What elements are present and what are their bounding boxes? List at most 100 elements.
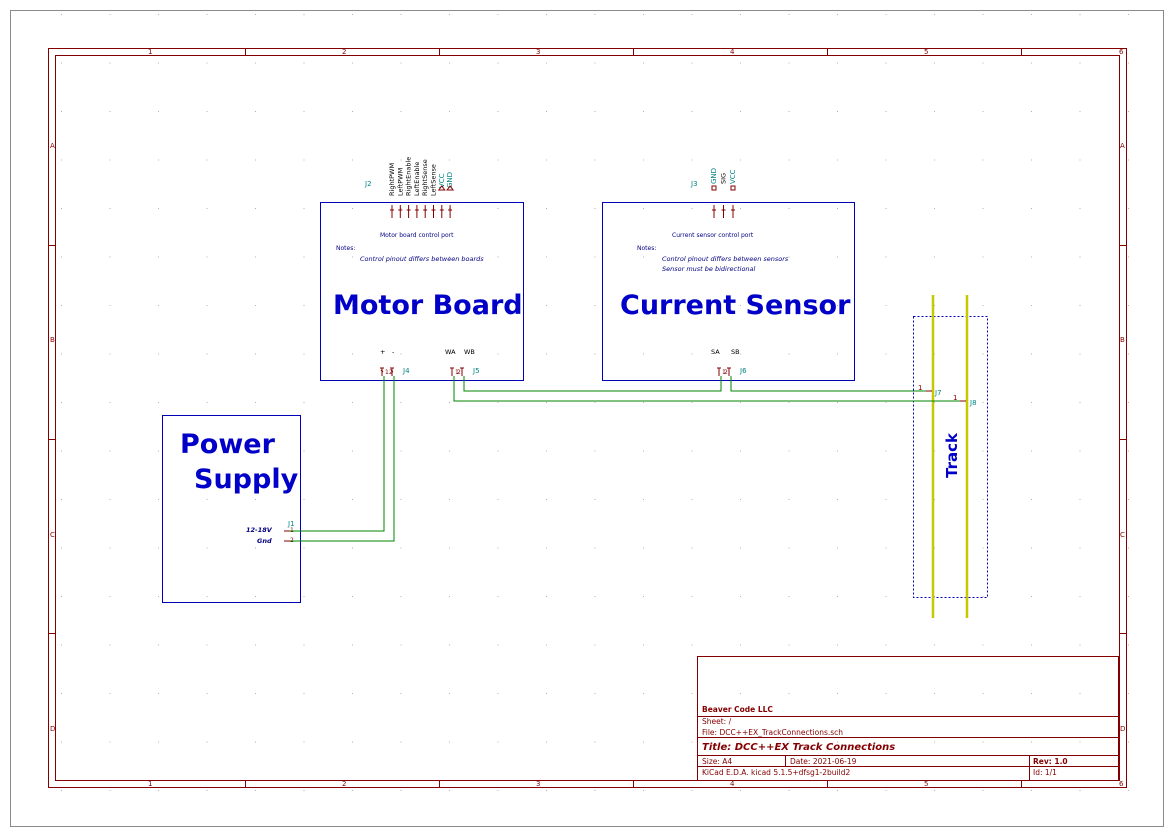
row-label: C xyxy=(50,531,55,539)
drawing-frame: 1 2 3 4 5 6 1 2 3 4 5 6 A B C D A B C D xyxy=(48,48,1127,788)
pin-label-leftenable: LeftEnable xyxy=(413,162,421,196)
column-label: 6 xyxy=(1119,780,1124,788)
row-label: A xyxy=(1120,142,1125,150)
power-symbol-icon xyxy=(437,185,446,191)
date-label: Date: 2021-06-19 xyxy=(790,757,857,766)
file-label: File: DCC++EX_TrackConnections.sch xyxy=(702,728,843,737)
column-label: 2 xyxy=(342,48,346,56)
column-label: 5 xyxy=(924,48,928,56)
pin-label-vcc: VCC xyxy=(438,173,446,188)
company-name: Beaver Code LLC xyxy=(702,705,773,714)
pin-label-gnd: GND xyxy=(446,172,454,188)
pin-label-plus: + xyxy=(380,348,385,356)
pin-label-vcc: VCC xyxy=(729,169,737,184)
power-supply-pin1-label: 12-18V xyxy=(246,526,273,534)
connector-ref-j4: J4 xyxy=(402,367,410,375)
track-title: Track xyxy=(943,432,961,478)
pin-label-wb: WB xyxy=(464,348,475,356)
revision-label: Rev: 1.0 xyxy=(1033,757,1068,766)
pin-label-rightenable: RightEnable xyxy=(405,157,413,196)
motor-board-track-connector[interactable]: WA WB 1 2 J5 xyxy=(445,348,480,376)
row-label: D xyxy=(1120,725,1125,733)
svg-text:1: 1 xyxy=(722,369,726,376)
motor-board-power-connector[interactable]: + - 1 2 J4 xyxy=(380,348,410,376)
connector-ref-j5: J5 xyxy=(472,367,480,375)
current-sensor-block[interactable]: Current sensor control port Notes: Contr… xyxy=(602,202,855,381)
motor-board-note: Control pinout differs between boards xyxy=(360,255,484,263)
wire-wb-to-sa xyxy=(463,376,722,392)
dot-grid xyxy=(61,14,1129,791)
svg-text:1: 1 xyxy=(455,369,459,376)
pin-stub xyxy=(284,530,290,542)
id-label: Id: 1/1 xyxy=(1033,768,1057,777)
power-supply-title-line2: Supply xyxy=(194,464,299,495)
pin-label-leftsense: LeftSense xyxy=(430,164,438,196)
connector-ref-j2: J2 xyxy=(364,180,372,188)
row-label: D xyxy=(50,725,55,733)
pin-stub xyxy=(380,367,394,376)
current-sensor-title: Current Sensor xyxy=(620,290,851,321)
column-label: 3 xyxy=(536,48,540,56)
svg-text:1: 1 xyxy=(953,394,957,402)
pin-label-sb: SB xyxy=(731,348,740,356)
pin-label-sa: SA xyxy=(711,348,720,356)
connector-ref-j3: J3 xyxy=(690,180,698,188)
row-label: A xyxy=(50,142,55,150)
connector-ref-j8: J8 xyxy=(969,399,977,407)
column-label: 3 xyxy=(536,780,540,788)
pin-stub xyxy=(450,367,464,376)
column-label: 1 xyxy=(148,48,152,56)
power-supply-pin2-label: Gnd xyxy=(257,537,272,545)
pin-label-gnd: GND xyxy=(710,168,718,184)
power-supply-title-line1: Power xyxy=(180,429,276,460)
column-label: 4 xyxy=(730,780,735,788)
column-label: 2 xyxy=(342,780,346,788)
motor-board-title: Motor Board xyxy=(333,290,523,321)
track-block[interactable]: Track 1 J7 1 J8 xyxy=(913,295,988,618)
connector-ref-j6: J6 xyxy=(739,367,747,375)
pin-stub xyxy=(380,369,394,373)
drawing-title: Title: DCC++EX Track Connections xyxy=(702,742,895,753)
motor-board-notes-label: Notes: xyxy=(336,245,355,252)
current-sensor-notes-label: Notes: xyxy=(637,245,656,252)
svg-text:1: 1 xyxy=(385,369,389,376)
motor-board-subtitle: Motor board control port xyxy=(380,232,454,239)
pin-label-wa: WA xyxy=(445,348,456,356)
svg-text:1: 1 xyxy=(918,384,922,392)
power-symbol-icon xyxy=(730,185,736,191)
pin-label-sig: SIG xyxy=(720,173,728,184)
power-supply-block[interactable]: Power Supply J1 12-18V Gnd 1 2 xyxy=(162,415,301,603)
row-label: B xyxy=(50,336,55,344)
column-label: 4 xyxy=(730,48,735,56)
row-label: B xyxy=(1120,336,1125,344)
column-label: 1 xyxy=(148,780,152,788)
current-sensor-note-2: Sensor must be bidirectional xyxy=(662,265,756,273)
row-label: C xyxy=(1120,531,1125,539)
pin-label-minus: - xyxy=(392,348,395,356)
power-symbol-icon xyxy=(711,185,717,191)
current-sensor-note-1: Control pinout differs between sensors xyxy=(662,255,789,263)
tool-label: KiCad E.D.A. kicad 5.1.5+dfsg1-2build2 xyxy=(702,768,850,777)
wire-power-positive xyxy=(290,376,385,532)
svg-text:2: 2 xyxy=(457,369,461,376)
wire-sb-to-track xyxy=(730,376,926,392)
size-label: Size: A4 xyxy=(702,757,732,766)
column-label: 6 xyxy=(1119,48,1124,56)
svg-text:2: 2 xyxy=(724,369,728,376)
title-block: Beaver Code LLC Sheet: / File: DCC++EX_T… xyxy=(697,656,1119,781)
page-border xyxy=(10,10,1164,827)
power-symbol-icon xyxy=(446,185,455,191)
pin-label-leftpwm: LeftPWM xyxy=(396,168,404,196)
current-sensor-track-connector[interactable]: SA SB 1 2 J6 xyxy=(711,348,747,376)
svg-text:2: 2 xyxy=(389,369,393,376)
pin-label-rightpwm: RightPWM xyxy=(388,163,396,196)
pin-label-rightsense: RightSense xyxy=(421,159,429,196)
pin-stub xyxy=(717,367,731,376)
connector-ref-j1: J1 xyxy=(287,520,295,528)
connector-ref-j7: J7 xyxy=(934,389,942,397)
wires xyxy=(290,376,960,542)
motor-board-block[interactable]: Motor board control port Notes: Control … xyxy=(320,202,524,381)
